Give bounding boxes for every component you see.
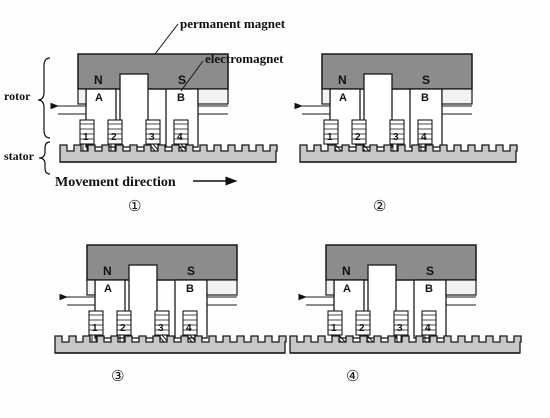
pole-south-letter: S <box>187 264 195 278</box>
pole-north-letter: N <box>94 73 103 87</box>
coil-number: 1 <box>83 132 89 143</box>
coil-number: 3 <box>397 323 403 334</box>
permanent-magnet-leader <box>154 23 179 55</box>
stator-teeth <box>299 144 518 163</box>
coil-4: 4 <box>421 310 437 342</box>
movement-direction-label: Movement direction <box>55 175 176 190</box>
coil-3: 3 <box>389 119 405 151</box>
stator-teeth <box>289 335 522 354</box>
coil-number: 2 <box>359 323 365 334</box>
coil-1: 1 <box>79 119 95 151</box>
pole-south-letter: S <box>426 264 434 278</box>
pole-north-letter: N <box>342 264 351 278</box>
coil-number: 3 <box>158 323 164 334</box>
rotor-brace <box>37 57 51 139</box>
phase-b-letter: B <box>421 92 429 104</box>
magnet-right-shoulder <box>197 88 229 105</box>
coil-number: 2 <box>120 323 126 334</box>
coil-1: 1 <box>323 119 342 152</box>
coil-3: 3 <box>393 310 409 342</box>
south-pole-leg <box>174 279 208 339</box>
magnet-right-shoulder <box>445 279 477 296</box>
permanent-magnet-label: permanent magnet <box>180 16 286 31</box>
coil-number: 3 <box>393 132 399 143</box>
flux-line <box>366 334 374 343</box>
step-marker-4: ④ <box>346 367 359 385</box>
pole-south-letter: S <box>422 73 430 87</box>
stator-label: stator <box>4 149 35 163</box>
electromagnet-label: electromagnet <box>205 51 284 66</box>
coil-2: 2 <box>116 310 132 342</box>
pole-south-letter: S <box>178 73 186 87</box>
motor-step-4: N S A B 1 2 3 4 <box>289 244 522 354</box>
phase-a-letter: A <box>339 92 347 104</box>
step-marker-2: ② <box>373 197 386 215</box>
coil-number: 4 <box>177 132 183 143</box>
magnet-right-shoulder <box>441 88 473 105</box>
electromagnet-leader <box>180 60 204 92</box>
rotor-label: rotor <box>4 89 31 103</box>
permanent-magnet-block <box>86 244 238 281</box>
magnet-left-shoulder <box>86 279 96 296</box>
phase-a-letter: A <box>95 92 103 104</box>
phase-b-letter: B <box>186 283 194 295</box>
stator-brace <box>38 141 51 175</box>
coil-4: 4 <box>173 119 192 152</box>
phase-b-letter: B <box>425 283 433 295</box>
magnet-left-shoulder <box>321 88 331 105</box>
center-slot <box>367 264 397 339</box>
magnet-left-shoulder <box>325 279 335 296</box>
flux-line <box>334 143 342 152</box>
phase-a-letter: A <box>104 283 112 295</box>
coil-number: 3 <box>149 132 155 143</box>
motor-step-3: N S A B 1 2 3 4 <box>54 244 287 354</box>
step-marker-3: ③ <box>111 367 124 385</box>
center-slot <box>363 73 393 148</box>
coil-number: 1 <box>331 323 337 334</box>
motor-step-2: N S A B 1 2 3 4 <box>294 53 518 163</box>
coil-2: 2 <box>107 119 123 151</box>
coil-number: 2 <box>355 132 361 143</box>
phase-b-letter: B <box>177 92 185 104</box>
flux-line <box>362 143 370 152</box>
pole-north-letter: N <box>338 73 347 87</box>
stator-teeth <box>54 335 287 354</box>
phase-a-letter: A <box>343 283 351 295</box>
permanent-magnet-block <box>321 53 473 90</box>
coil-2: 2 <box>351 119 370 152</box>
coil-number: 4 <box>425 323 431 334</box>
coil-number: 4 <box>421 132 427 143</box>
magnet-left-shoulder <box>77 88 87 105</box>
permanent-magnet-block <box>77 53 229 90</box>
magnet-right-shoulder <box>206 279 238 296</box>
step-marker-1: ① <box>128 197 141 215</box>
flux-line <box>338 334 346 343</box>
center-slot <box>128 264 158 339</box>
center-slot <box>119 73 149 148</box>
stator-teeth <box>59 144 278 163</box>
coil-number: 1 <box>327 132 333 143</box>
pole-north-letter: N <box>103 264 112 278</box>
coil-3: 3 <box>154 310 173 343</box>
coil-number: 1 <box>92 323 98 334</box>
permanent-magnet-block <box>325 244 477 281</box>
coil-number: 2 <box>111 132 117 143</box>
coil-number: 4 <box>186 323 192 334</box>
motor-step-1: N S A B 1 2 3 4 <box>50 53 278 163</box>
